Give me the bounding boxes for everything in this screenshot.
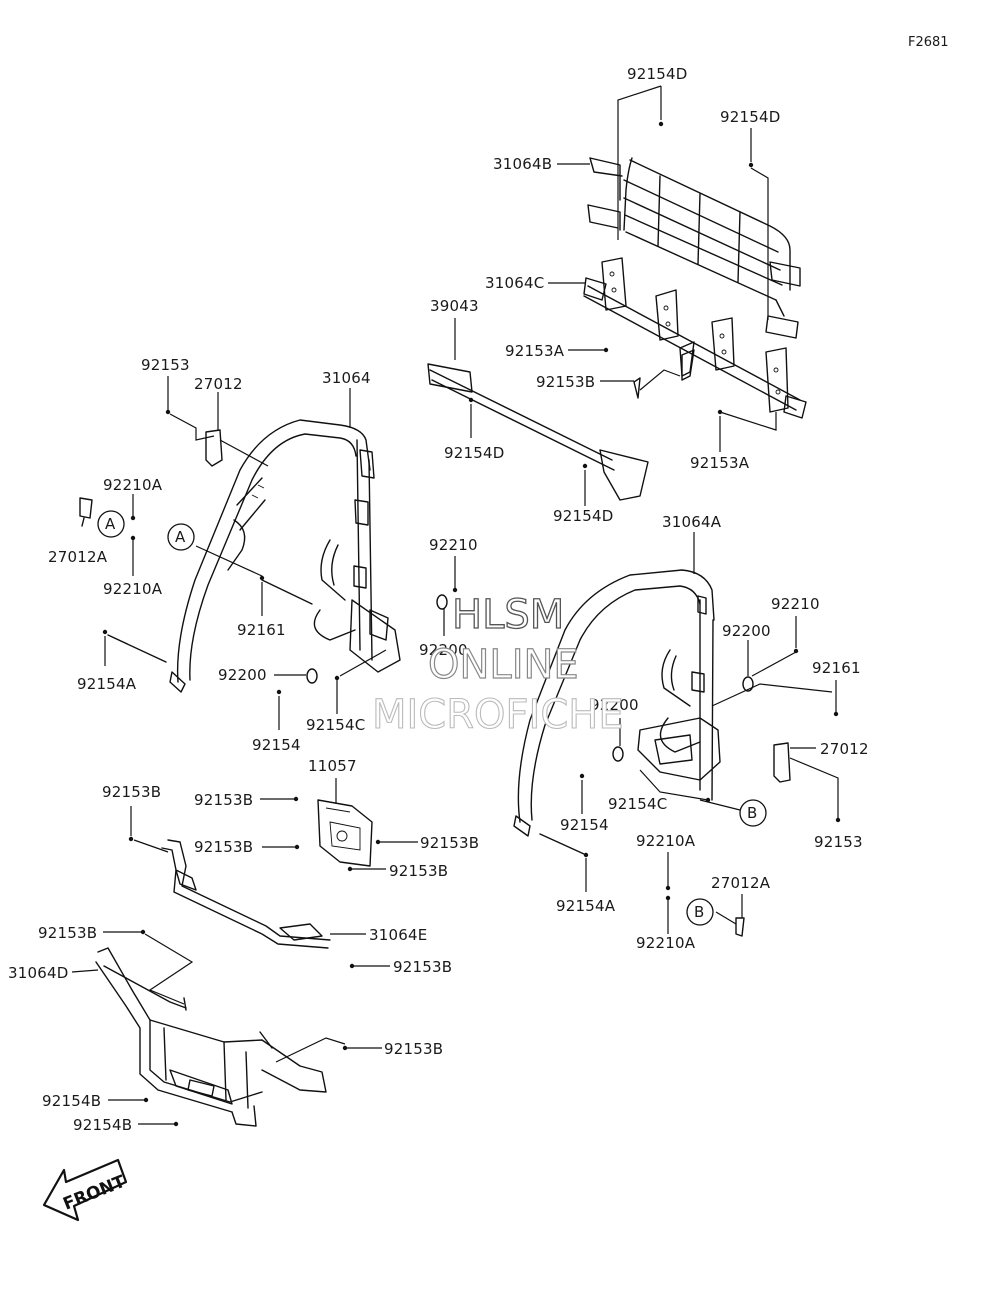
front-arrow-icon	[42, 1158, 128, 1222]
bracket-11057[interactable]	[317, 799, 373, 867]
label-92154C-l: 92154C	[306, 716, 365, 734]
watermark-line-2: ONLINE	[428, 642, 579, 688]
label-31064E: 31064E	[369, 926, 427, 944]
latch-27012-left	[205, 429, 223, 467]
label-39043: 39043	[430, 297, 479, 315]
label-92153A-left: 92153A	[505, 342, 565, 360]
label-92154D-right: 92154D	[720, 108, 780, 126]
label-92154C-r: 92154C	[608, 795, 667, 813]
label-92154B-b: 92154B	[73, 1116, 132, 1134]
crossbar-31064C[interactable]	[583, 257, 807, 419]
diagram-code: F2681	[908, 35, 949, 50]
label-92153B-e: 92153B	[389, 862, 448, 880]
label-92154-l: 92154	[252, 736, 301, 754]
svg-text:B: B	[694, 903, 704, 921]
label-92153B-h: 92153B	[384, 1040, 443, 1058]
label-31064: 31064	[322, 369, 371, 387]
label-92154D-top: 92154D	[627, 65, 687, 83]
washer-92200-right	[742, 676, 754, 692]
label-92210A-l1: 92210A	[103, 476, 163, 494]
front-arrow: FRONT	[42, 1158, 128, 1222]
label-92200-c: 92200	[419, 641, 468, 659]
bolt-dots	[102, 121, 841, 1127]
bar-31064E[interactable]	[161, 839, 331, 949]
label-92153-r: 92153	[814, 833, 863, 851]
label-31064B: 31064B	[493, 155, 552, 173]
label-92154B-a: 92154B	[42, 1092, 101, 1110]
callout-b-right: B	[739, 799, 767, 827]
label-27012: 27012	[194, 375, 243, 393]
label-92210-c: 92210	[429, 536, 478, 554]
label-92153B-mid: 92153B	[536, 373, 595, 391]
label-92200-l: 92200	[218, 666, 267, 684]
label-92154D-bar: 92154D	[444, 444, 504, 462]
label-31064D: 31064D	[8, 964, 68, 982]
label-92210A-r2: 92210A	[636, 934, 696, 952]
callout-b-lower: B	[686, 898, 714, 926]
label-11057: 11057	[308, 757, 357, 775]
pin-27012A-right	[735, 917, 745, 937]
label-92161-r: 92161	[812, 659, 861, 677]
label-92210A-r1: 92210A	[636, 832, 696, 850]
svg-text:A: A	[105, 515, 116, 533]
label-92153A-right: 92153A	[690, 454, 750, 472]
pin-27012A-left	[79, 497, 93, 527]
label-92153B-f: 92153B	[38, 924, 97, 942]
callout-a-right: A	[167, 523, 195, 551]
rops-right-31064A[interactable]	[513, 569, 721, 837]
svg-text:B: B	[747, 804, 757, 822]
bumper-31064D[interactable]	[95, 947, 327, 1127]
washer-92200-left	[306, 668, 318, 684]
label-92153B-g: 92153B	[393, 958, 452, 976]
label-92153B-a: 92153B	[102, 783, 161, 801]
latch-27012-right	[773, 742, 791, 783]
label-27012A-l: 27012A	[48, 548, 108, 566]
washer-92200-center	[436, 594, 448, 610]
bolt-92153B-mid	[633, 377, 641, 399]
watermark-line-1: HLSM	[452, 592, 564, 638]
label-92161-l: 92161	[237, 621, 286, 639]
bar-39043[interactable]	[427, 363, 649, 501]
bolt-92161-left	[261, 579, 313, 605]
rops-left-31064[interactable]	[169, 419, 401, 693]
svg-text:A: A	[175, 528, 186, 546]
label-92210-r: 92210	[771, 595, 820, 613]
bolt-92154A-left	[107, 634, 167, 663]
washer-92200-right2	[612, 746, 624, 762]
label-27012-r: 27012	[820, 740, 869, 758]
leader-lines	[71, 85, 839, 1125]
label-92153-left: 92153	[141, 356, 190, 374]
label-92153B-b: 92153B	[194, 791, 253, 809]
callout-a-left: A	[97, 510, 125, 538]
label-92154-r: 92154	[560, 816, 609, 834]
label-27012A-r: 27012A	[711, 874, 771, 892]
label-92154A-l: 92154A	[77, 675, 137, 693]
label-92153B-d: 92153B	[420, 834, 479, 852]
label-31064A: 31064A	[662, 513, 722, 531]
hardware	[79, 349, 791, 937]
label-31064C: 31064C	[485, 274, 544, 292]
label-92154A-r: 92154A	[556, 897, 616, 915]
label-92200-r: 92200	[722, 622, 771, 640]
watermark: HLSM ONLINE MICROFICHE	[371, 591, 624, 738]
bolt-92154A-right	[539, 833, 585, 855]
label-92154D-bar2: 92154D	[553, 507, 613, 525]
part-labels: 92154D 92154D 31064B 31064C 39043 92153A…	[8, 65, 869, 1134]
label-92153B-c: 92153B	[194, 838, 253, 856]
label-92200-r2: 92200	[590, 696, 639, 714]
rear-rail-31064B[interactable]	[587, 157, 801, 339]
watermark-line-3: MICROFICHE	[372, 692, 624, 738]
label-92210A-l2: 92210A	[103, 580, 163, 598]
